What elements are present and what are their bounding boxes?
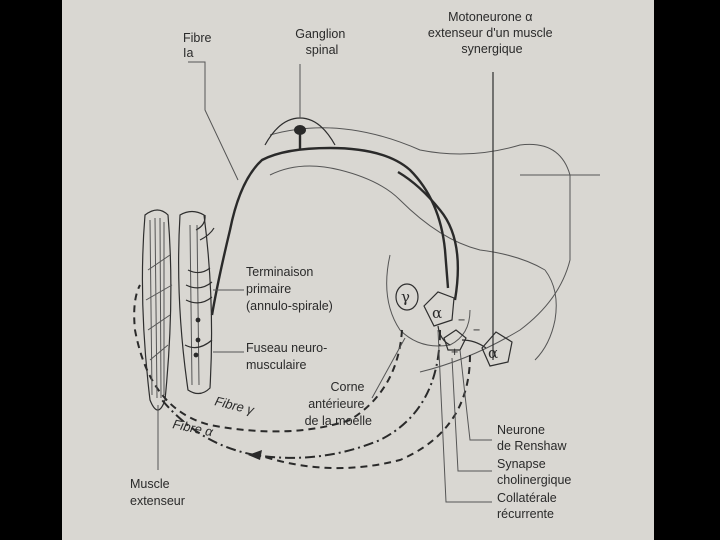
label-synapse: Synapse cholinergique (497, 457, 571, 487)
ia-to-synergist-path (397, 170, 460, 301)
recurrent-collateral-path (437, 325, 487, 349)
label-fibre-ia: Fibre Ia (183, 31, 215, 60)
alpha-motoneurone (423, 291, 455, 327)
muscle-extenseur (141, 209, 173, 411)
label-muscle-extenseur: Muscle extenseur (130, 477, 185, 508)
gamma-symbol: γ (401, 288, 410, 306)
renshaw-neurone (443, 329, 467, 351)
spinal-cord-outline (269, 127, 571, 373)
fibre-gamma-path (133, 284, 403, 433)
label-ganglion-spinal: Ganglion spinal (295, 27, 349, 57)
alpha-lower-branch (261, 354, 471, 470)
leader-synapse (451, 357, 492, 472)
anterior-horn-outline (386, 254, 471, 347)
label-terminaison: Terminaison primaire (annulo-spirale) (246, 265, 333, 313)
neuromuscular-spindle (178, 210, 215, 395)
leader-collaterale (437, 329, 492, 503)
alpha-symbol: α (432, 304, 442, 322)
label-renshaw: Neurone de Renshaw (497, 423, 567, 453)
label-motoneurone: Motoneurone α extenseur d'un muscle syne… (428, 10, 556, 56)
fibre-ia-path (210, 146, 450, 316)
leader-corne (371, 337, 406, 399)
grey-matter-outline (269, 165, 546, 271)
renshaw-minus: − (458, 313, 465, 327)
alpha-motoneurone-synergist (481, 331, 513, 367)
fibre-alpha-arrow-head (248, 450, 262, 460)
alpha-symbol-synergist: α (488, 344, 498, 362)
fibre-alpha-path (161, 329, 441, 459)
leader-renshaw (459, 349, 492, 441)
label-fuseau: Fuseau neuro- musculaire (246, 341, 331, 372)
synapse-plus: + (451, 345, 458, 359)
leader-fibre-ia (188, 61, 239, 181)
label-collaterale: Collatérale récurrente (497, 491, 560, 521)
cord-median-line (520, 174, 600, 220)
gamma-motoneurone (395, 283, 419, 311)
cord-right-contour (534, 269, 557, 361)
label-corne: Corne antérieure de la moelle (305, 380, 372, 428)
label-fibre-gamma: Fibre γ (213, 393, 257, 418)
label-fibre-alpha: Fibre α (171, 416, 214, 439)
renshaw-minus-2: − (473, 323, 480, 337)
